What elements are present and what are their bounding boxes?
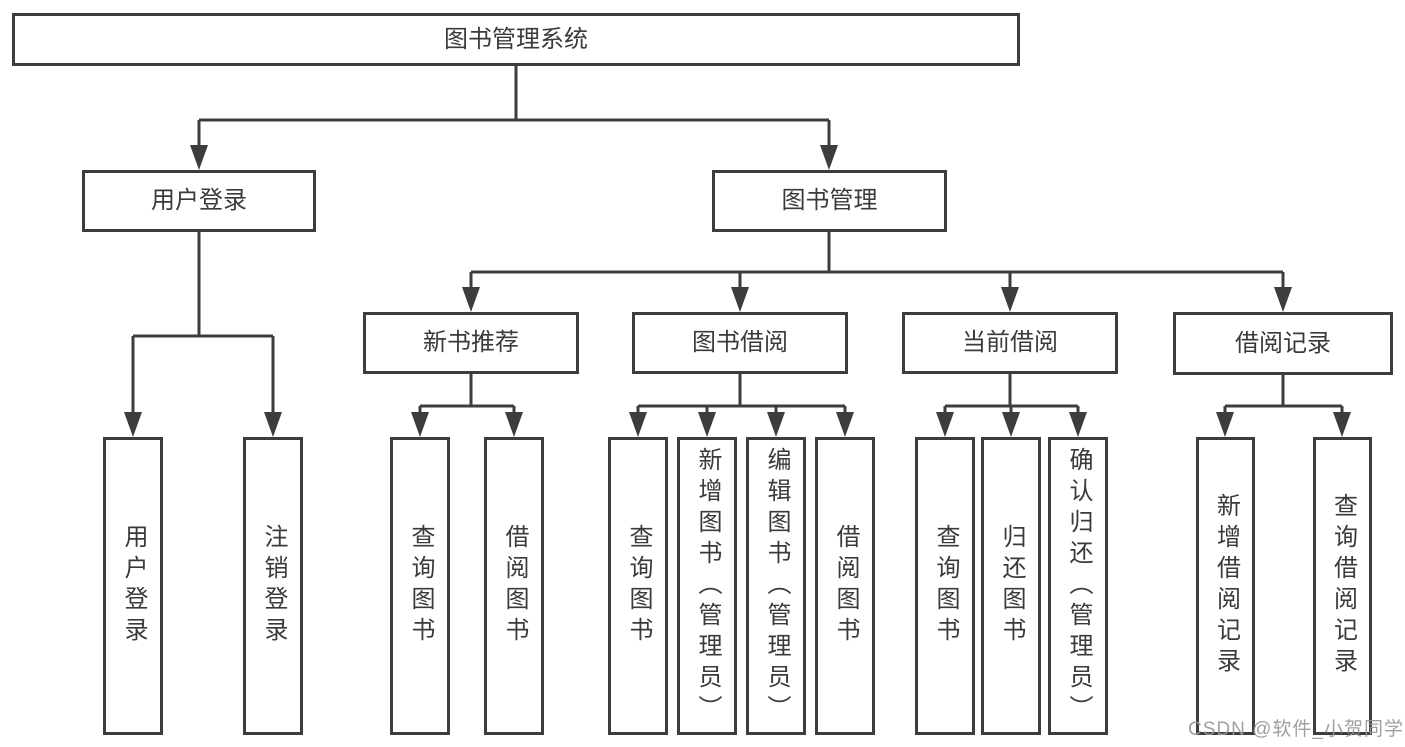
node-book-management: 图书管理 — [712, 170, 947, 232]
leaf-confirm-return-admin: 确认归还（管理员） — [1048, 437, 1108, 735]
leaf-add-borrow-record: 新增借阅记录 — [1196, 437, 1255, 735]
connector-lines — [131, 66, 1344, 415]
leaf-borrow-books: 借阅图书 — [815, 437, 875, 735]
leaf-edit-book-admin: 编辑图书（管理员） — [746, 437, 806, 735]
node-borrowing-records: 借阅记录 — [1173, 312, 1393, 375]
node-book-borrowing: 图书借阅 — [632, 312, 848, 374]
leaf-return-books: 归还图书 — [981, 437, 1041, 735]
leaf-query-borrow-record: 查询借阅记录 — [1313, 437, 1372, 735]
leaf-add-book-admin: 新增图书（管理员） — [677, 437, 737, 735]
leaf-query-books-borrow: 查询图书 — [608, 437, 668, 735]
leaf-logout: 注销登录 — [243, 437, 303, 735]
leaf-query-books-current: 查询图书 — [915, 437, 975, 735]
leaf-user-login: 用户登录 — [103, 437, 163, 735]
node-library-management-system: 图书管理系统 — [12, 13, 1020, 66]
arrowheads — [124, 145, 1351, 437]
node-user-login: 用户登录 — [82, 170, 316, 232]
leaf-borrow-books-recommend: 借阅图书 — [484, 437, 544, 735]
watermark-text: CSDN @软件_小贺同学 — [1188, 719, 1404, 740]
leaf-query-books-recommend: 查询图书 — [390, 437, 450, 735]
node-new-book-recommendation: 新书推荐 — [363, 312, 579, 374]
node-current-borrowing: 当前借阅 — [902, 312, 1118, 374]
